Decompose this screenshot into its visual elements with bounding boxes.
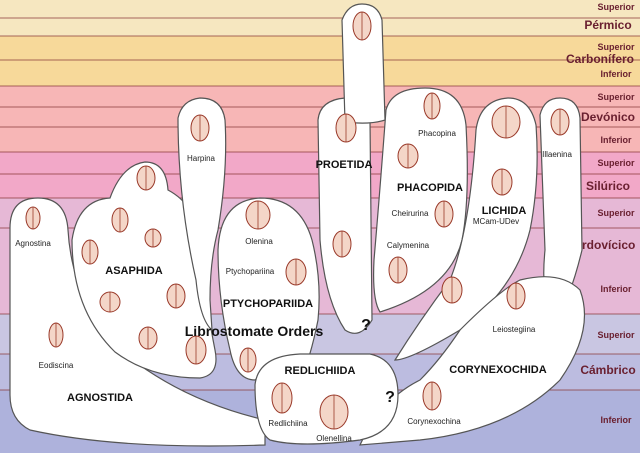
subgroup-phacopina: Phacopina bbox=[418, 129, 456, 138]
period-label-silurian: Silúrico bbox=[586, 179, 630, 193]
subgroup-olenina: Olenina bbox=[245, 237, 273, 246]
lobe-ptychopariida bbox=[217, 197, 320, 381]
trilobite-icon bbox=[25, 206, 41, 230]
subgroup-leiostegiina: Leiostegiina bbox=[493, 325, 536, 334]
lobe-agnostida bbox=[9, 197, 266, 447]
trilobite-icon bbox=[166, 283, 186, 309]
lineage-lobes bbox=[9, 3, 586, 447]
subgroup-harpina: Harpina bbox=[187, 154, 216, 163]
librostomate-orders-label: Librostomate Orders bbox=[185, 323, 324, 339]
epoch-label: Superior bbox=[597, 2, 635, 12]
trilobite-icon bbox=[332, 230, 352, 258]
trilobite-icon bbox=[319, 394, 349, 430]
period-label-devonian: Devónico bbox=[581, 110, 635, 124]
trilobite-icon bbox=[434, 200, 454, 228]
subgroup-olenellina: Olenellina bbox=[316, 434, 352, 443]
epoch-label: Inferior bbox=[600, 69, 632, 79]
trilobite-icon bbox=[352, 11, 372, 41]
trilobite-icon bbox=[185, 335, 207, 365]
trilobite-icon bbox=[271, 382, 293, 414]
period-label-ordovician: Ordovícico bbox=[573, 238, 636, 252]
trilobite-icon bbox=[422, 381, 442, 411]
trilobite-icon bbox=[491, 168, 513, 196]
uncertain-origin-marker: ? bbox=[361, 317, 371, 334]
trilobite-icon bbox=[285, 258, 307, 286]
period-label-permian: Pérmico bbox=[584, 18, 631, 32]
epoch-label: Superior bbox=[597, 208, 635, 218]
trilobite-icon bbox=[48, 322, 64, 348]
trilobite-icon bbox=[491, 105, 521, 139]
subgroup-agnostina: Agnostina bbox=[15, 239, 51, 248]
period-label-cambrian: Cámbrico bbox=[580, 363, 635, 377]
subgroup-cheirurina: Cheirurina bbox=[392, 209, 429, 218]
order-agnostida: AGNOSTIDA bbox=[67, 392, 133, 404]
subgroup-labels: Agnostina Eodiscina Harpina Olenina Ptyc… bbox=[15, 129, 572, 443]
epoch-label: Inferior bbox=[600, 415, 632, 425]
trilobite-icon bbox=[99, 291, 121, 313]
subgroup-calymenina: Calymenina bbox=[387, 241, 430, 250]
lobe-proetida bbox=[317, 97, 373, 334]
trilobite-icon bbox=[144, 228, 162, 248]
epoch-label: Inferior bbox=[600, 284, 632, 294]
trilobite-icon bbox=[81, 239, 99, 265]
trilobite-icon bbox=[441, 276, 463, 304]
trilobite-icon bbox=[397, 143, 419, 169]
trilobite-icon bbox=[138, 326, 158, 350]
lobe-proetida-spire bbox=[341, 3, 386, 124]
trilobite-icon bbox=[550, 108, 570, 136]
subgroup-eodiscina: Eodiscina bbox=[39, 361, 74, 370]
period-label-carboniferous: Carbonífero bbox=[566, 52, 634, 66]
epoch-label: Inferior bbox=[600, 135, 632, 145]
epoch-label: Superior bbox=[597, 330, 635, 340]
order-phacopida: PHACOPIDA bbox=[397, 182, 463, 194]
trilobite-figures bbox=[25, 11, 570, 430]
order-asaphida: ASAPHIDA bbox=[105, 265, 163, 277]
order-redlichiida: REDLICHIIDA bbox=[285, 365, 356, 377]
order-proetida: PROETIDA bbox=[316, 159, 373, 171]
subgroup-lichida-range: MCam-UDev bbox=[473, 217, 519, 226]
trilobite-icon bbox=[239, 347, 257, 373]
lobe-corynexochida bbox=[359, 276, 586, 446]
epoch-label: Superior bbox=[597, 158, 635, 168]
subgroup-ptychopariina: Ptychopariina bbox=[226, 267, 275, 276]
time-scale-labels: Superior Pérmico Superior Carbonífero In… bbox=[566, 2, 636, 425]
epoch-label: Superior bbox=[597, 42, 635, 52]
subgroup-illaenina: Illaenina bbox=[542, 150, 572, 159]
order-labels: AGNOSTIDA ASAPHIDA PTYCHOPARIIDA PROETID… bbox=[67, 159, 547, 404]
epoch-label: Superior bbox=[597, 92, 635, 102]
uncertain-origin-marker: ? bbox=[385, 389, 395, 406]
order-corynexochida: CORYNEXOCHIDA bbox=[449, 364, 546, 376]
trilobite-icon bbox=[111, 207, 129, 233]
trilobite-icon bbox=[423, 92, 441, 120]
subgroup-corynexochina: Corynexochina bbox=[407, 417, 461, 426]
trilobite-icon bbox=[136, 165, 156, 191]
order-lichida: LICHIDA bbox=[482, 205, 527, 217]
trilobite-icon bbox=[190, 114, 210, 142]
trilobite-icon bbox=[335, 113, 357, 143]
trilobite-icon bbox=[506, 282, 526, 310]
trilobite-icon bbox=[245, 200, 271, 230]
lobe-harpina bbox=[177, 97, 227, 332]
trilobite-icon bbox=[388, 256, 408, 284]
subgroup-redlichiina: Redlichiina bbox=[268, 419, 308, 428]
band-carboniferous bbox=[0, 36, 640, 86]
order-ptychopariida: PTYCHOPARIIDA bbox=[223, 298, 313, 310]
